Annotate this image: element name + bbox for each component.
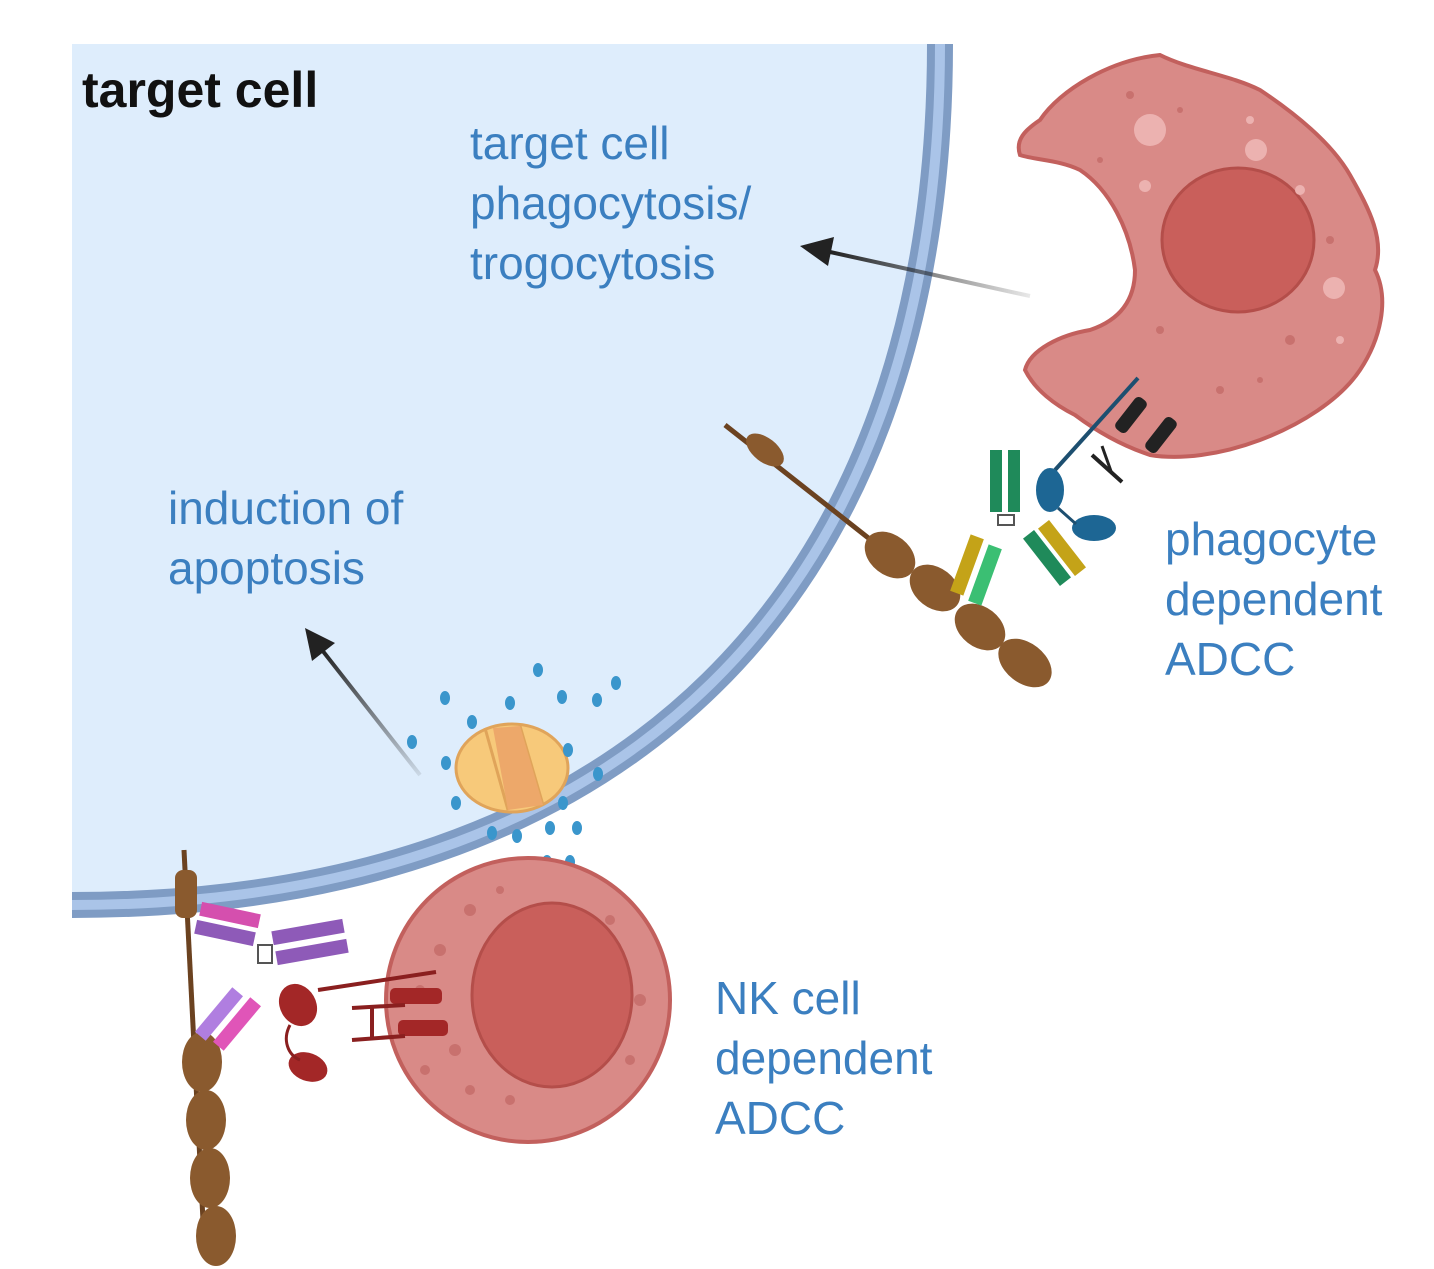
target-cell-body	[72, 44, 940, 905]
apoptosis-label-line: induction of	[168, 482, 404, 534]
phagocyte	[1016, 52, 1385, 459]
antigen-right	[723, 423, 1052, 688]
nk-adcc-label-line: ADCC	[715, 1092, 846, 1144]
phagocytosis-label-line: target cell	[470, 117, 670, 169]
nk-adcc-label-line: dependent	[715, 1032, 933, 1084]
phagocyte-vesicles	[1134, 114, 1345, 344]
phagocyte-adcc-label-line: dependent	[1165, 573, 1383, 625]
arrow-head	[305, 628, 335, 661]
apoptosis-arrow	[305, 628, 422, 777]
antibody-right	[950, 450, 1086, 606]
nk-adcc-label-line: NK cell	[715, 972, 861, 1024]
receptor-domain	[1036, 468, 1064, 512]
nk-fc-receptor	[278, 970, 448, 1082]
phagocytosis-label: target cell phagocytosis/ trogocytosis	[470, 113, 751, 293]
receptor-domain	[1072, 515, 1116, 541]
phagocyte-nucleus	[1160, 166, 1316, 314]
phagocyte-adcc-label: phagocyte dependent ADCC	[1165, 509, 1382, 689]
phagocytosis-label-line: trogocytosis	[470, 237, 716, 289]
arrow-head	[800, 237, 834, 266]
nk-adcc-label: NK cell dependent ADCC	[715, 968, 932, 1148]
phagocyte-fc-receptor	[1036, 376, 1177, 541]
receptor-domain	[278, 983, 318, 1027]
nk-cell	[384, 856, 672, 1144]
phagocyte-speckles	[1097, 91, 1334, 394]
nk-cell-nucleus	[470, 901, 634, 1089]
perforin-pore	[454, 722, 570, 814]
target-cell-membrane-inner	[71, 43, 945, 910]
antibody-left	[194, 901, 349, 1051]
phagocyte-adcc-label-line: ADCC	[1165, 633, 1296, 685]
phagocytosis-arrow	[800, 237, 1031, 298]
phagocyte-adcc-label-line: phagocyte	[1165, 513, 1378, 565]
target-cell	[71, 43, 953, 918]
target-cell-title: target cell	[82, 62, 319, 118]
antigen-left	[175, 849, 236, 1266]
apoptosis-label: induction of apoptosis	[168, 478, 403, 598]
apoptosis-label-line: apoptosis	[168, 542, 365, 594]
phagocytosis-label-line: phagocytosis/	[470, 177, 752, 229]
